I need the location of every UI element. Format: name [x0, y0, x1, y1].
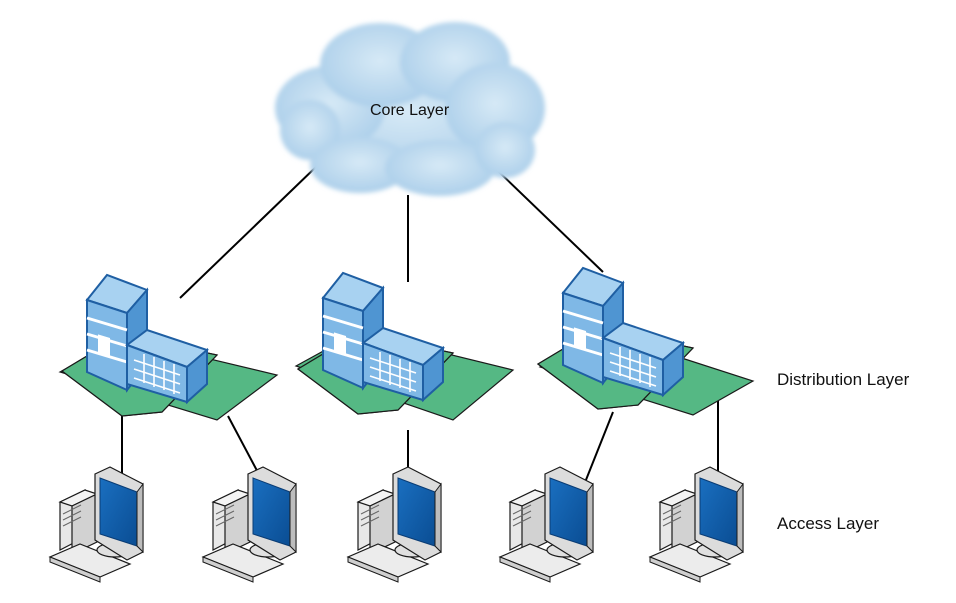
distribution-node-3	[536, 266, 755, 416]
core-layer-label: Core Layer	[370, 102, 450, 119]
computer-icon	[649, 466, 744, 583]
access-layer-label: Access Layer	[777, 514, 880, 533]
connection-lines	[121, 164, 719, 501]
access-node-1	[49, 466, 144, 583]
computer-icon	[499, 466, 594, 583]
access-node-4	[499, 466, 594, 583]
link-core-dist-3	[496, 169, 604, 273]
building-icon	[536, 266, 755, 416]
access-node-5	[649, 466, 744, 583]
distribution-node-1	[58, 273, 279, 421]
building-icon	[294, 271, 515, 421]
building-icon	[58, 273, 279, 421]
computer-icon	[202, 466, 297, 583]
link-core-dist-1	[179, 164, 319, 299]
distribution-layer-label: Distribution Layer	[777, 370, 910, 389]
distribution-node-2	[294, 271, 515, 421]
cloud-icon	[275, 22, 545, 196]
access-node-2	[202, 466, 297, 583]
computer-icon	[49, 466, 144, 583]
computer-icon	[347, 466, 442, 583]
access-node-3	[347, 466, 442, 583]
